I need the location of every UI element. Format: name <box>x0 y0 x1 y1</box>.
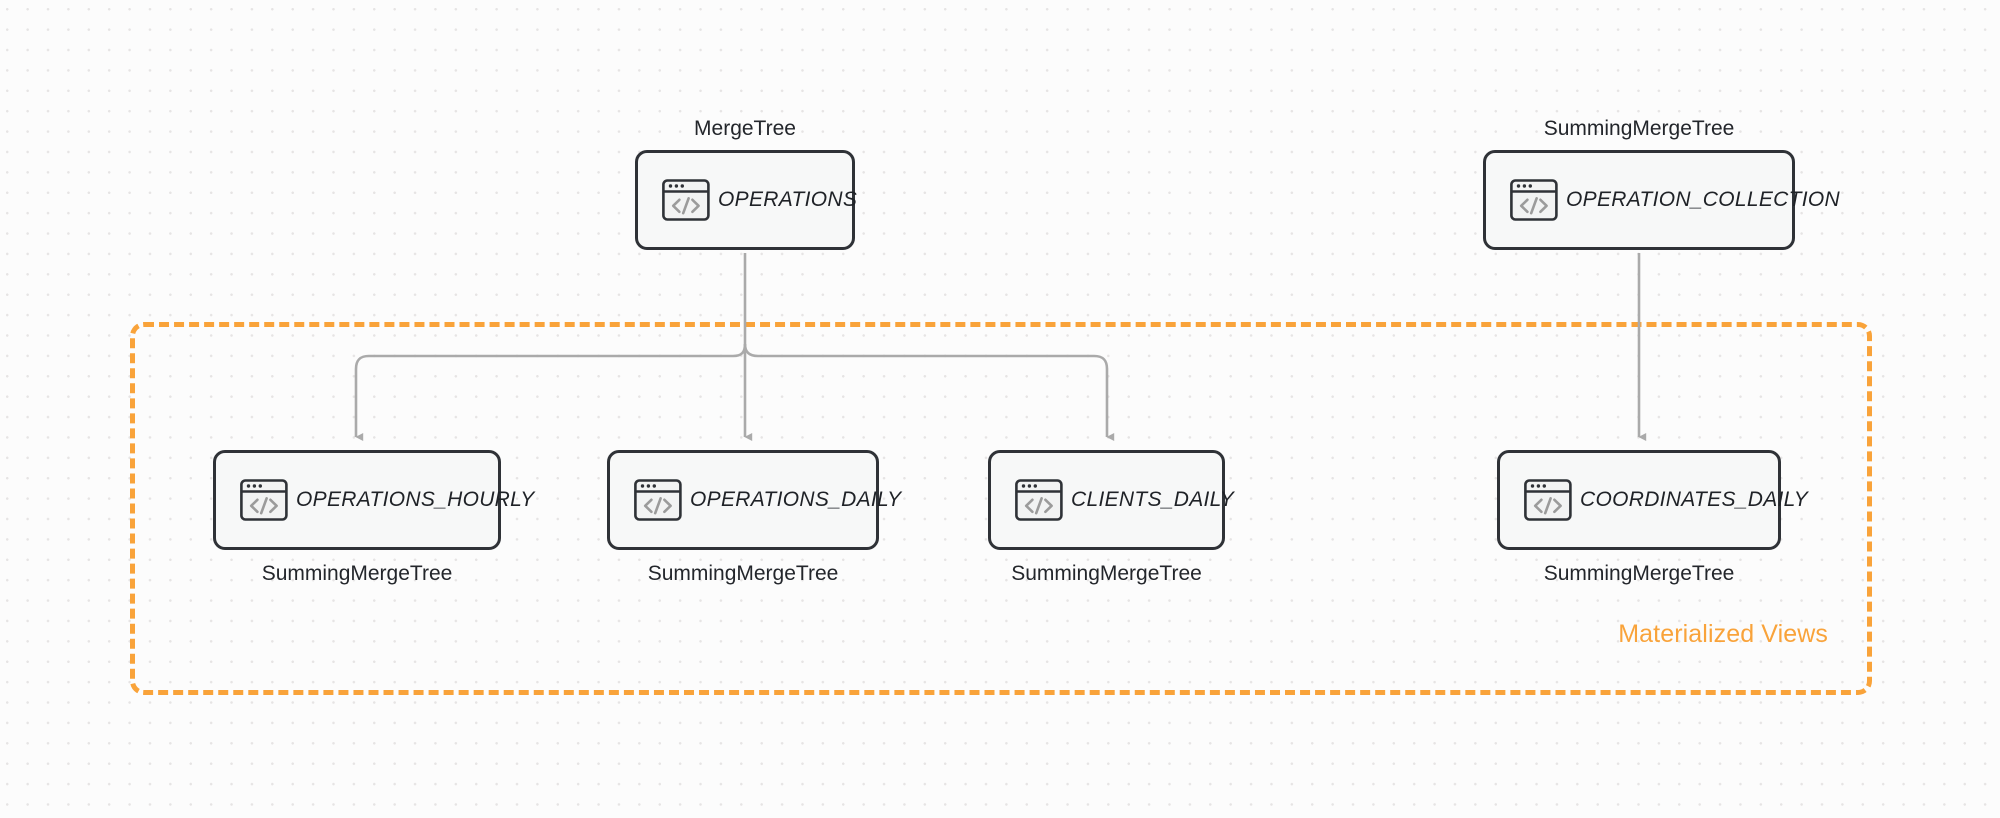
code-window-icon <box>238 474 290 526</box>
code-window-icon <box>1522 474 1574 526</box>
code-window-icon <box>660 174 712 226</box>
engine-label-operation-collection: SummingMergeTree <box>1543 117 1735 140</box>
engine-label-operations-daily: SummingMergeTree <box>647 562 839 585</box>
node-label: COORDINATES_DAILY <box>1580 488 1808 511</box>
code-window-icon <box>632 474 684 526</box>
engine-label-operations-hourly: SummingMergeTree <box>261 562 453 585</box>
materialized-views-group-label: Materialized Views <box>1618 620 1828 648</box>
node-clients-daily[interactable]: CLIENTS_DAILY <box>988 450 1234 550</box>
node-operation-collection[interactable]: OPERATION_COLLECTION <box>1483 150 1840 250</box>
engine-label-clients-daily: SummingMergeTree <box>1011 562 1202 585</box>
code-window-icon <box>1013 474 1065 526</box>
engine-label-operations: MergeTree <box>694 117 796 140</box>
edge-operations-to-operations-hourly <box>354 343 747 442</box>
node-operations-daily[interactable]: OPERATIONS_DAILY <box>607 450 901 550</box>
node-operations-hourly[interactable]: OPERATIONS_HOURLY <box>213 450 534 550</box>
node-label: OPERATIONS_HOURLY <box>296 488 535 511</box>
code-window-icon <box>1508 174 1560 226</box>
edge-operations-to-clients-daily <box>743 343 1115 442</box>
node-label: CLIENTS_DAILY <box>1071 488 1235 511</box>
node-label: OPERATIONS <box>718 188 858 211</box>
node-operations[interactable]: OPERATIONS <box>635 150 857 250</box>
node-label: OPERATIONS_DAILY <box>690 488 902 511</box>
node-label: OPERATION_COLLECTION <box>1566 188 1840 211</box>
engine-label-coordinates-daily: SummingMergeTree <box>1543 562 1735 585</box>
node-coordinates-daily[interactable]: COORDINATES_DAILY <box>1497 450 1808 550</box>
